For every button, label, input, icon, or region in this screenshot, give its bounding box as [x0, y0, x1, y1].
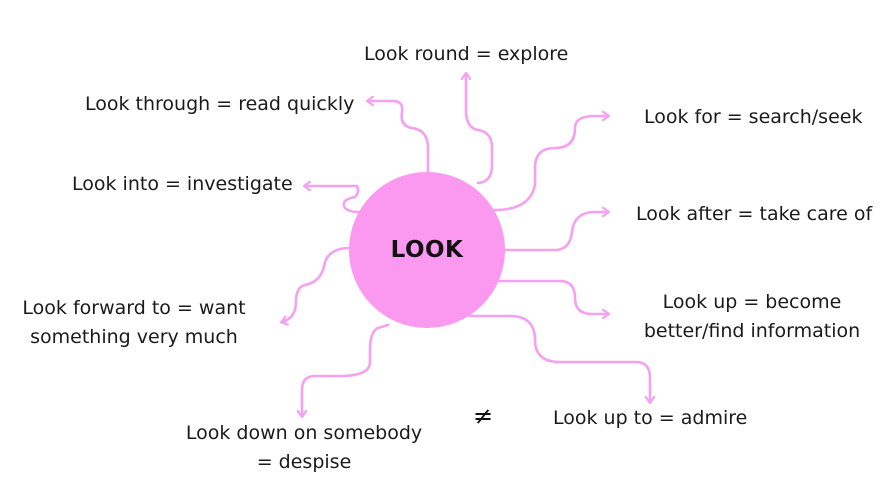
connector-look-into — [305, 186, 367, 214]
connector-look-for — [493, 116, 608, 212]
connector-look-after — [503, 212, 608, 252]
branch-look-for: Look for = search/seek — [644, 106, 863, 128]
branch-look-up: Look up = become better/find information — [638, 288, 866, 346]
branch-look-down: Look down on somebody = despise — [178, 419, 430, 477]
branch-look-forward-line2: something very much — [30, 326, 238, 348]
branch-look-forward-line1: Look forward to = want — [22, 297, 246, 319]
branch-look-down-line2: = despise — [256, 451, 352, 473]
connector-look-through — [368, 101, 430, 174]
not-equal-symbol: ≠ — [473, 402, 494, 430]
connector-look-up-to — [468, 314, 650, 402]
branch-look-through: Look through = read quickly — [85, 93, 355, 115]
branch-look-forward: Look forward to = want something very mu… — [18, 294, 250, 352]
connector-look-up — [496, 279, 608, 314]
connector-look-down — [302, 323, 390, 416]
connector-look-forward — [282, 246, 352, 322]
branch-look-after: Look after = take care of — [636, 203, 873, 225]
branch-look-round: Look round = explore — [364, 43, 569, 65]
branch-look-down-line1: Look down on somebody — [185, 422, 423, 444]
branch-look-up-to: Look up to = admire — [553, 407, 748, 429]
branch-look-up-line1: Look up = become — [662, 291, 842, 313]
branch-look-into: Look into = investigate — [72, 173, 293, 195]
branch-look-up-line2: better/find information — [643, 320, 861, 342]
center-node: LOOK — [349, 172, 505, 328]
connector-look-round — [466, 74, 494, 185]
center-label: LOOK — [390, 237, 464, 263]
